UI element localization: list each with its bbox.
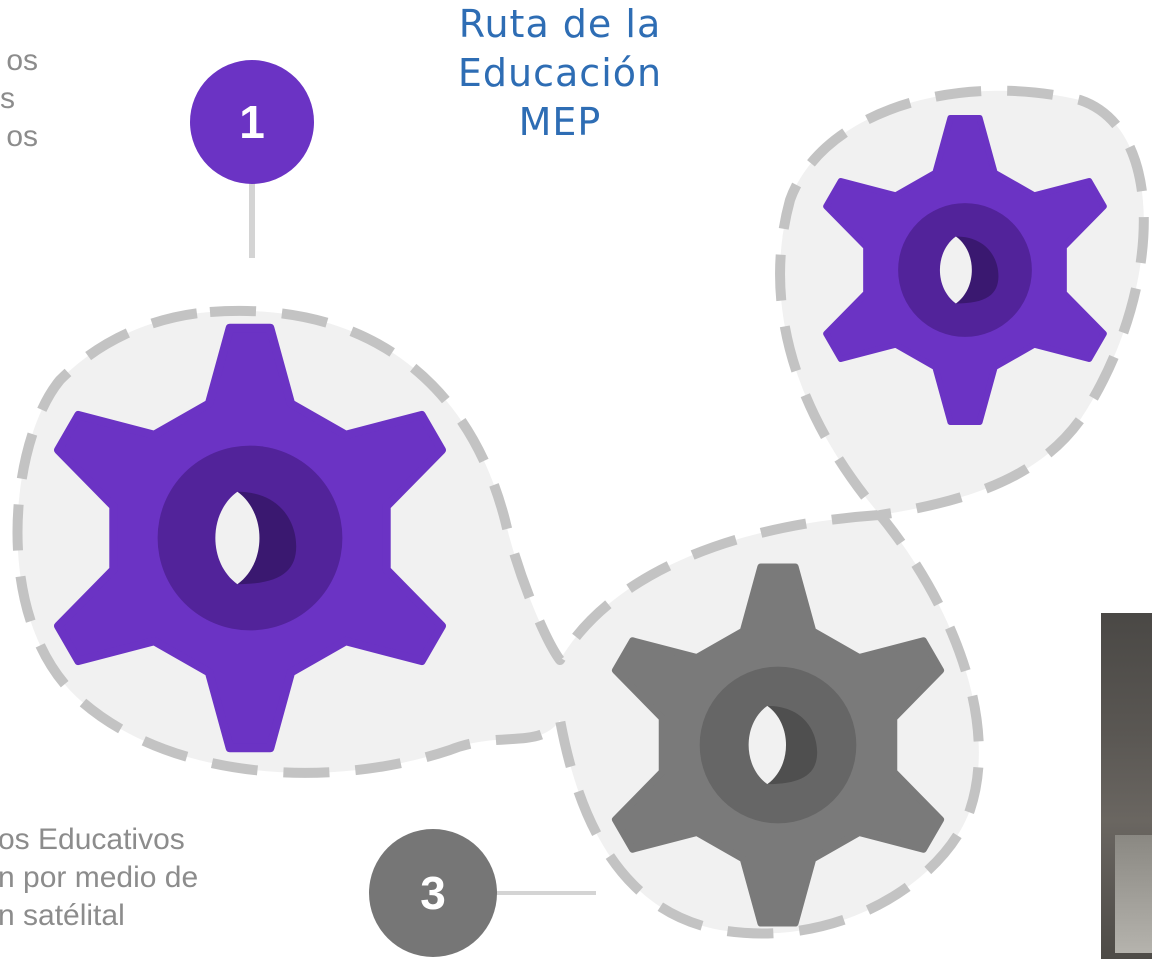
title-line-3: MEP	[518, 100, 602, 144]
step-1-text: os s os	[0, 42, 38, 156]
step-3-text-line-2: n por medio de	[0, 861, 199, 894]
step-1-text-line-2: s	[0, 82, 15, 115]
badge-1-label: 1	[239, 96, 265, 148]
step-3-text: os Educativos n por medio de n satélital	[0, 821, 198, 935]
step-1-text-line-1: os	[6, 44, 38, 77]
step-3-text-line-1: os Educativos	[0, 823, 185, 856]
photo-highlight	[1115, 835, 1152, 953]
page-title: Ruta de la Educación MEP	[395, 0, 725, 147]
step-3-text-line-3: n satélital	[0, 899, 125, 932]
title-line-2: Educación	[457, 51, 663, 95]
step-1-text-line-3: os	[6, 120, 38, 153]
title-line-1: Ruta de la	[458, 2, 662, 46]
badge-3-circle	[369, 829, 497, 957]
gear-left-icon	[58, 328, 441, 748]
badge-1-circle	[190, 60, 314, 184]
badge-3-label: 3	[420, 867, 446, 919]
gear-bottom-icon	[615, 567, 940, 923]
gear-top-right-icon	[826, 118, 1104, 422]
